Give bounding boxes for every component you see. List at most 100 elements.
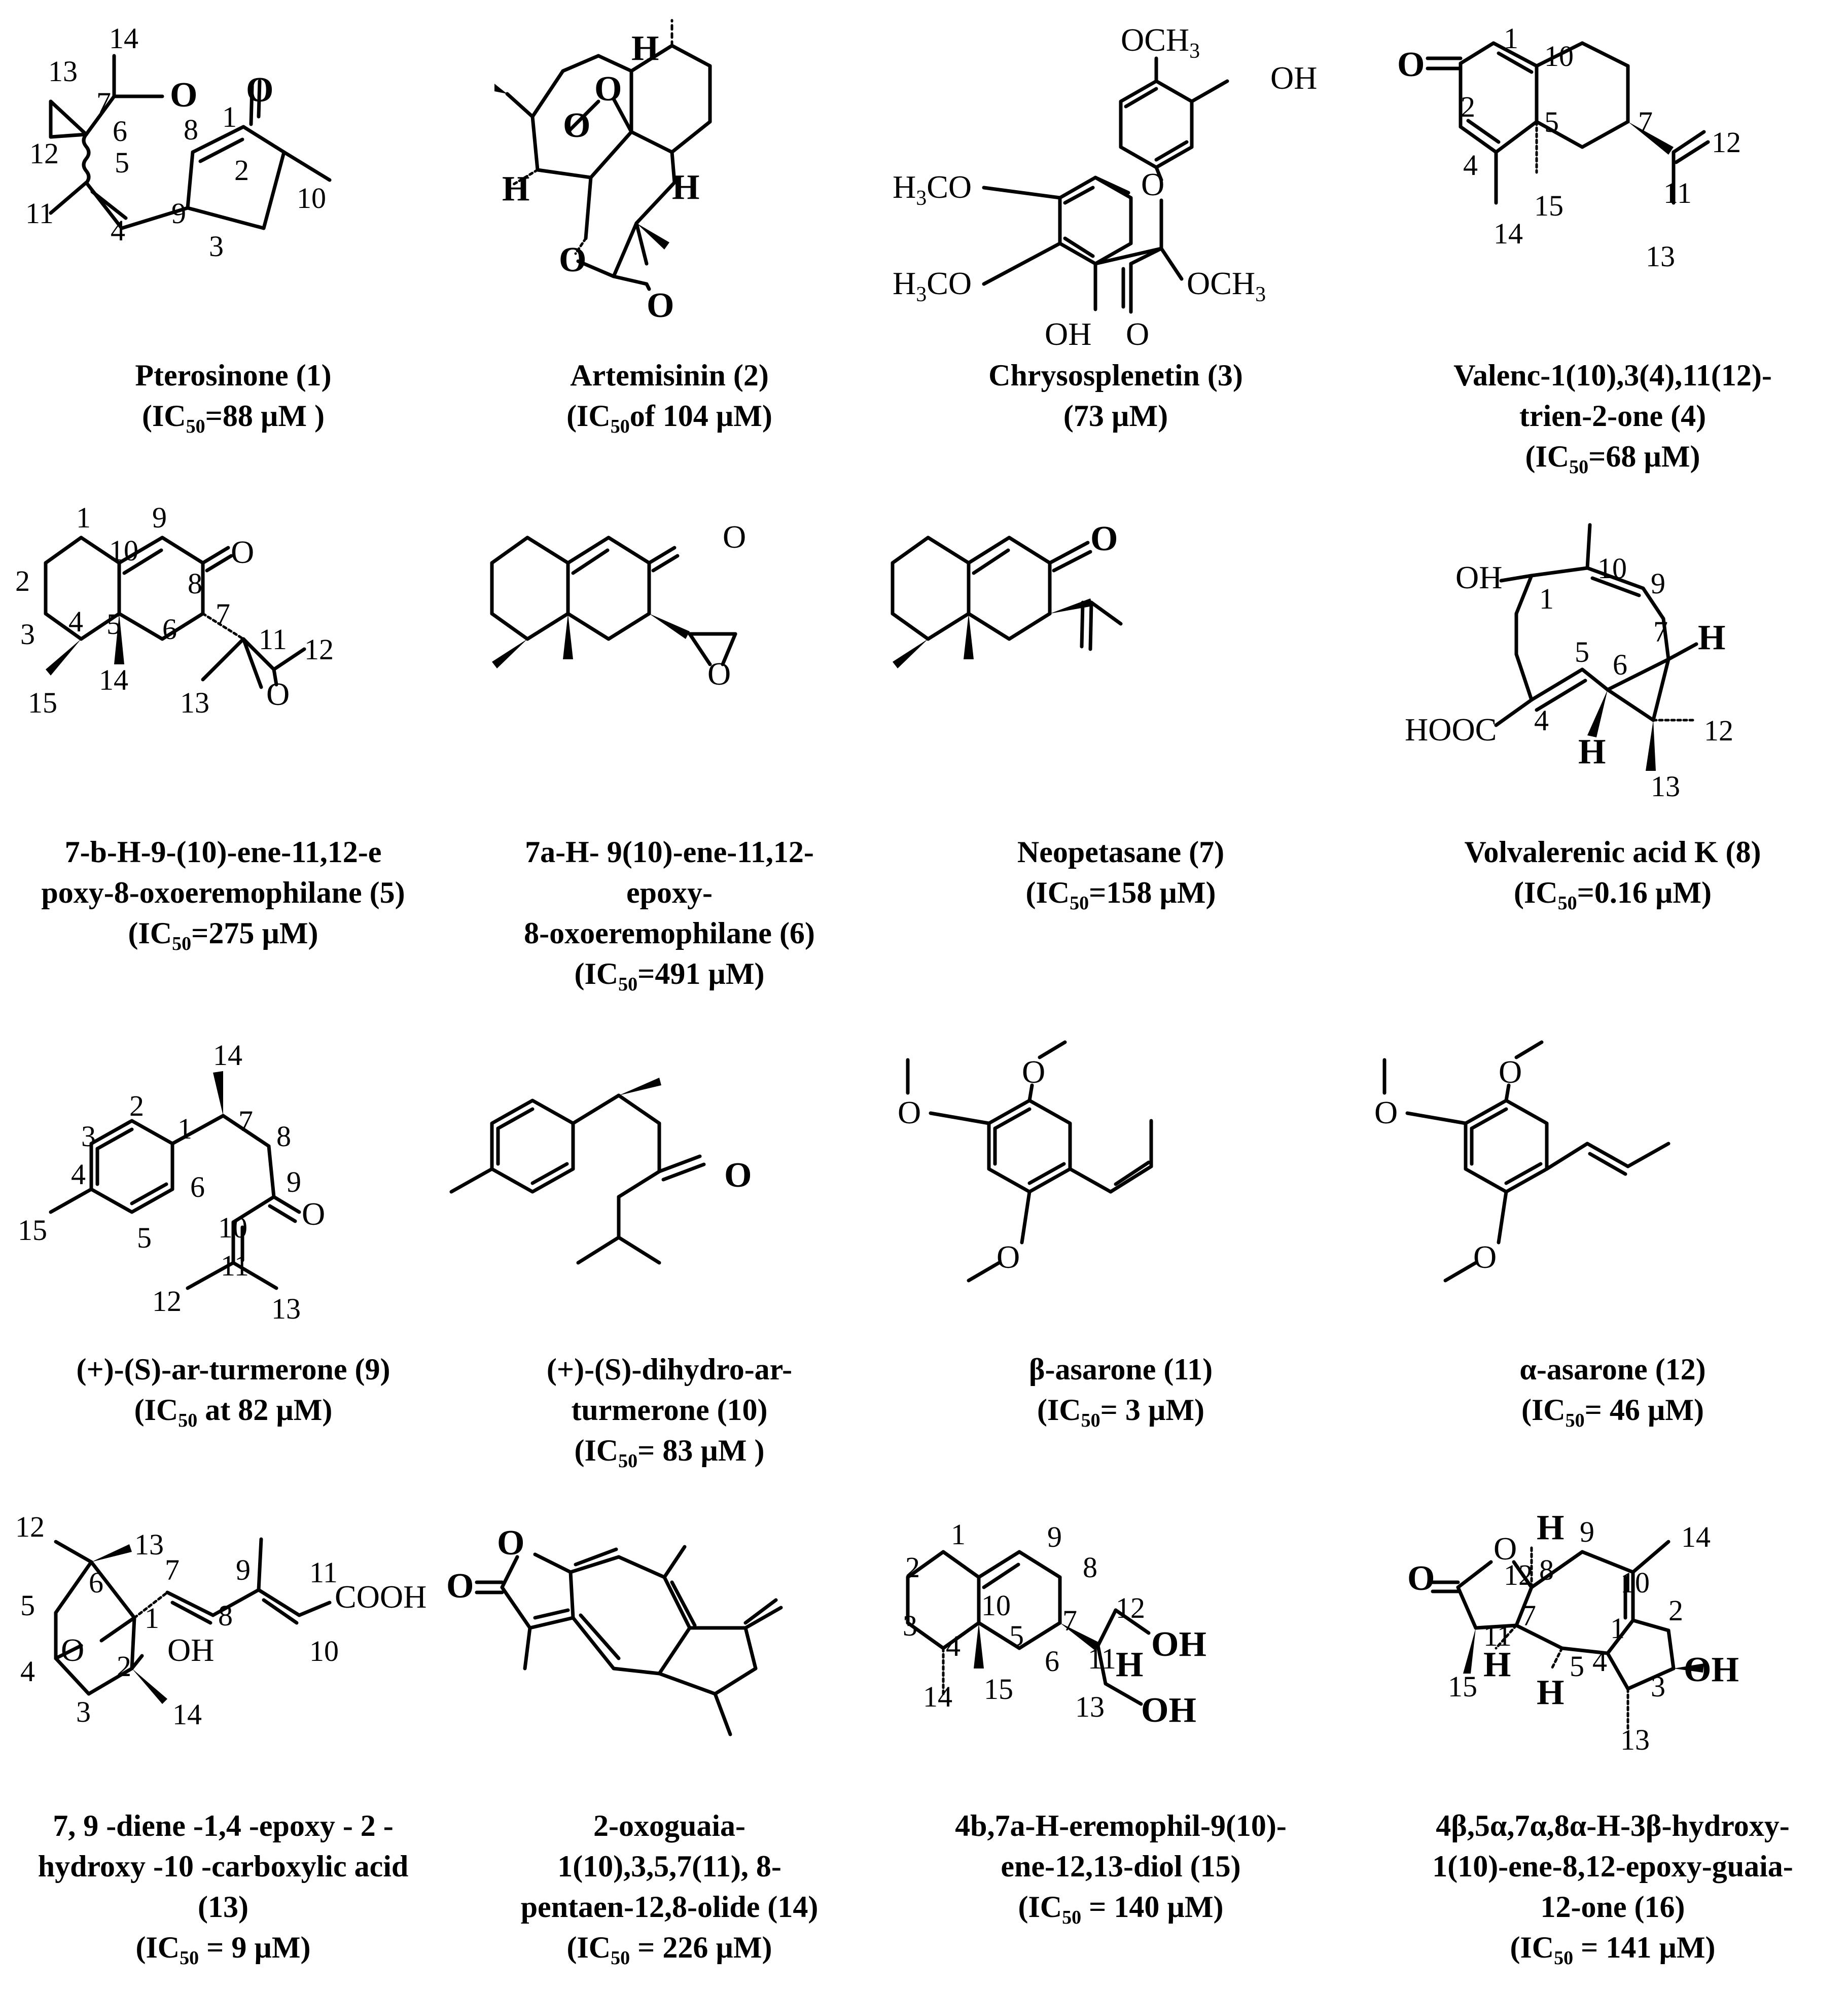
- atom-label: 12: [1704, 714, 1733, 747]
- compound-name: 12-one (16): [1540, 1890, 1685, 1924]
- compound-name: poxy-8-oxoeremophilane (5): [41, 876, 405, 909]
- atom-label: 3: [81, 1120, 96, 1153]
- compound-name: pentaen-12,8-olide (14): [520, 1890, 819, 1924]
- atom-label: OCH3: [1121, 22, 1200, 63]
- atom-label: O: [302, 1196, 325, 1232]
- atom-label: 14: [213, 1039, 242, 1072]
- atom-label: 6: [162, 613, 177, 646]
- atom-label: 9: [1580, 1515, 1594, 1548]
- structure-compound-5: 1 9 O 10 8 2 5 6 7 11 12 3 4 14 15 13 O: [15, 501, 334, 719]
- structure-chrysosplenetin: 3 OCH3 OH H3CO H3CO O OCH3 OH O: [893, 22, 1317, 352]
- atom-label: 12: [304, 633, 334, 666]
- structure-alpha-asarone: O O O: [1374, 1040, 1671, 1283]
- atom-label: 13: [271, 1292, 301, 1325]
- atom-label: 2: [234, 154, 249, 187]
- compound-name: Pterosinone (1): [135, 359, 332, 392]
- atom-label: 12: [29, 137, 59, 170]
- atom-label: 10: [981, 1589, 1011, 1622]
- atom-label: 14: [109, 22, 138, 55]
- compound-name: Valenc-1(10),3(4),11(12)-: [1453, 359, 1772, 392]
- structure-neopetasane: O: [891, 519, 1123, 668]
- caption-compound-14: 2-oxoguaia- 1(10),3,5,7(11), 8- pentaen-…: [446, 1805, 893, 1978]
- compound-name: 4β,5α,7α,8α-H-3β-hydroxy-: [1436, 1809, 1790, 1842]
- atom-label: 1: [222, 100, 237, 133]
- compound-ic50: (IC50=88 µM ): [141, 399, 325, 437]
- atom-label: 15: [1448, 1670, 1477, 1703]
- atom-label: 6: [1045, 1645, 1059, 1678]
- caption-compound-2: Artemisinin (2) (IC50of 104 µM): [446, 355, 893, 447]
- structure-compound-16: H 9 14 O 12 8 O 10 7 2 11 1 H 4 5 OH 15 …: [1407, 1508, 1739, 1756]
- compound-ic50: (IC50of 104 µM): [566, 399, 772, 437]
- caption-compound-16: 4β,5α,7α,8α-H-3β-hydroxy- 1(10)-ene-8,12…: [1390, 1805, 1836, 1978]
- atom-label: 12: [152, 1285, 182, 1318]
- atom-label: 13: [1646, 240, 1675, 273]
- atom-label: O: [1473, 1239, 1497, 1275]
- compound-name: ene-12,13-diol (15): [1001, 1850, 1241, 1883]
- atom-label: OH: [167, 1632, 214, 1668]
- atom-label: 13: [1651, 770, 1680, 803]
- atom-label: 8: [188, 567, 202, 600]
- atom-label: O: [723, 519, 746, 555]
- atom-label: O: [170, 76, 197, 115]
- atom-label: 9: [152, 501, 167, 534]
- atom-label: 2: [1668, 1594, 1683, 1627]
- compound-name: 4b,7a-H-eremophil-9(10)-: [955, 1809, 1287, 1842]
- atom-label: 4: [1592, 1645, 1607, 1678]
- atom-label: OH: [1151, 1625, 1206, 1664]
- atom-label: O: [1126, 316, 1149, 352]
- compound-ic50: (IC50= 46 µM): [1521, 1393, 1704, 1431]
- atom-label: 15: [18, 1214, 47, 1247]
- atom-label: 12: [1712, 126, 1741, 159]
- atom-label: 1: [951, 1518, 966, 1551]
- atom-label: O: [1374, 1094, 1398, 1130]
- atom-label: 5: [1575, 635, 1589, 668]
- structure-artemisinin: H H H O O O O: [494, 19, 712, 325]
- atom-label: O: [724, 1156, 752, 1195]
- atom-label: OH: [1455, 559, 1502, 595]
- caption-compound-10: (+)-(S)-dihydro-ar- turmerone (10) (IC50…: [446, 1349, 893, 1481]
- atom-label: 5: [1570, 1650, 1584, 1683]
- structure-volvalerenic-acid-k: OH 10 9 1 5 7 H 6 HOOC 4 12 H 13: [1405, 523, 1733, 803]
- atom-label: 15: [1534, 189, 1563, 222]
- compound-ic50: (IC50= 83 µM ): [574, 1434, 765, 1472]
- atom-label: H: [672, 168, 699, 207]
- compound-name: 1(10)-ene-8,12-epoxy-guaia-: [1432, 1850, 1793, 1883]
- atom-label: 15: [984, 1673, 1013, 1706]
- atom-label: 11: [1663, 176, 1692, 209]
- compound-ic50: (IC50 = 140 µM): [1018, 1890, 1224, 1928]
- compound-ic50: (IC50= 3 µM): [1037, 1393, 1205, 1431]
- atom-label: O: [1499, 1054, 1522, 1090]
- atom-label: 7: [216, 597, 230, 630]
- atom-label: 9: [287, 1165, 301, 1198]
- atom-label: H: [1698, 618, 1725, 657]
- atom-label: 11: [259, 623, 287, 656]
- caption-compound-5: 7-b-H-9-(10)-ene-11,12-e poxy-8-oxoeremo…: [0, 832, 446, 964]
- atom-label: 13: [134, 1528, 164, 1561]
- atom-label: O: [446, 1567, 474, 1606]
- atom-label: O: [1141, 166, 1164, 202]
- structure-ar-turmerone: 14 2 1 7 8 3 4 6 9 10 O 15 5 11 12 13: [18, 1039, 325, 1325]
- atom-label: O: [231, 534, 254, 570]
- atom-label: 14: [1494, 217, 1523, 250]
- atom-label: O: [898, 1094, 921, 1130]
- compound-name: β-asarone (11): [1028, 1353, 1213, 1386]
- atom-label: O: [647, 286, 674, 325]
- compound-ic50: (IC50 = 226 µM): [566, 1931, 772, 1969]
- compound-name: 8-oxoeremophilane (6): [524, 916, 815, 950]
- atom-label: 14: [1681, 1520, 1711, 1553]
- atom-label: 5: [115, 146, 129, 179]
- atom-label: O: [997, 1239, 1020, 1275]
- atom-label: 6: [190, 1170, 205, 1203]
- atom-label: COOH: [335, 1579, 427, 1615]
- compound-name: trien-2-one (4): [1519, 399, 1707, 433]
- atom-label: HOOC: [1405, 712, 1497, 748]
- atom-label: 13: [180, 686, 209, 719]
- atom-label: 10: [309, 1635, 339, 1667]
- atom-label: 9: [236, 1553, 251, 1586]
- atom-label: 1: [1539, 582, 1554, 615]
- compound-name: 1(10),3,5,7(11), 8-: [557, 1850, 781, 1883]
- atom-label: 10: [297, 182, 326, 215]
- structure-beta-asarone: O O O: [898, 1040, 1153, 1283]
- atom-label: 13: [48, 55, 78, 88]
- caption-compound-8: Volvalerenic acid K (8) (IC50=0.16 µM): [1390, 832, 1836, 924]
